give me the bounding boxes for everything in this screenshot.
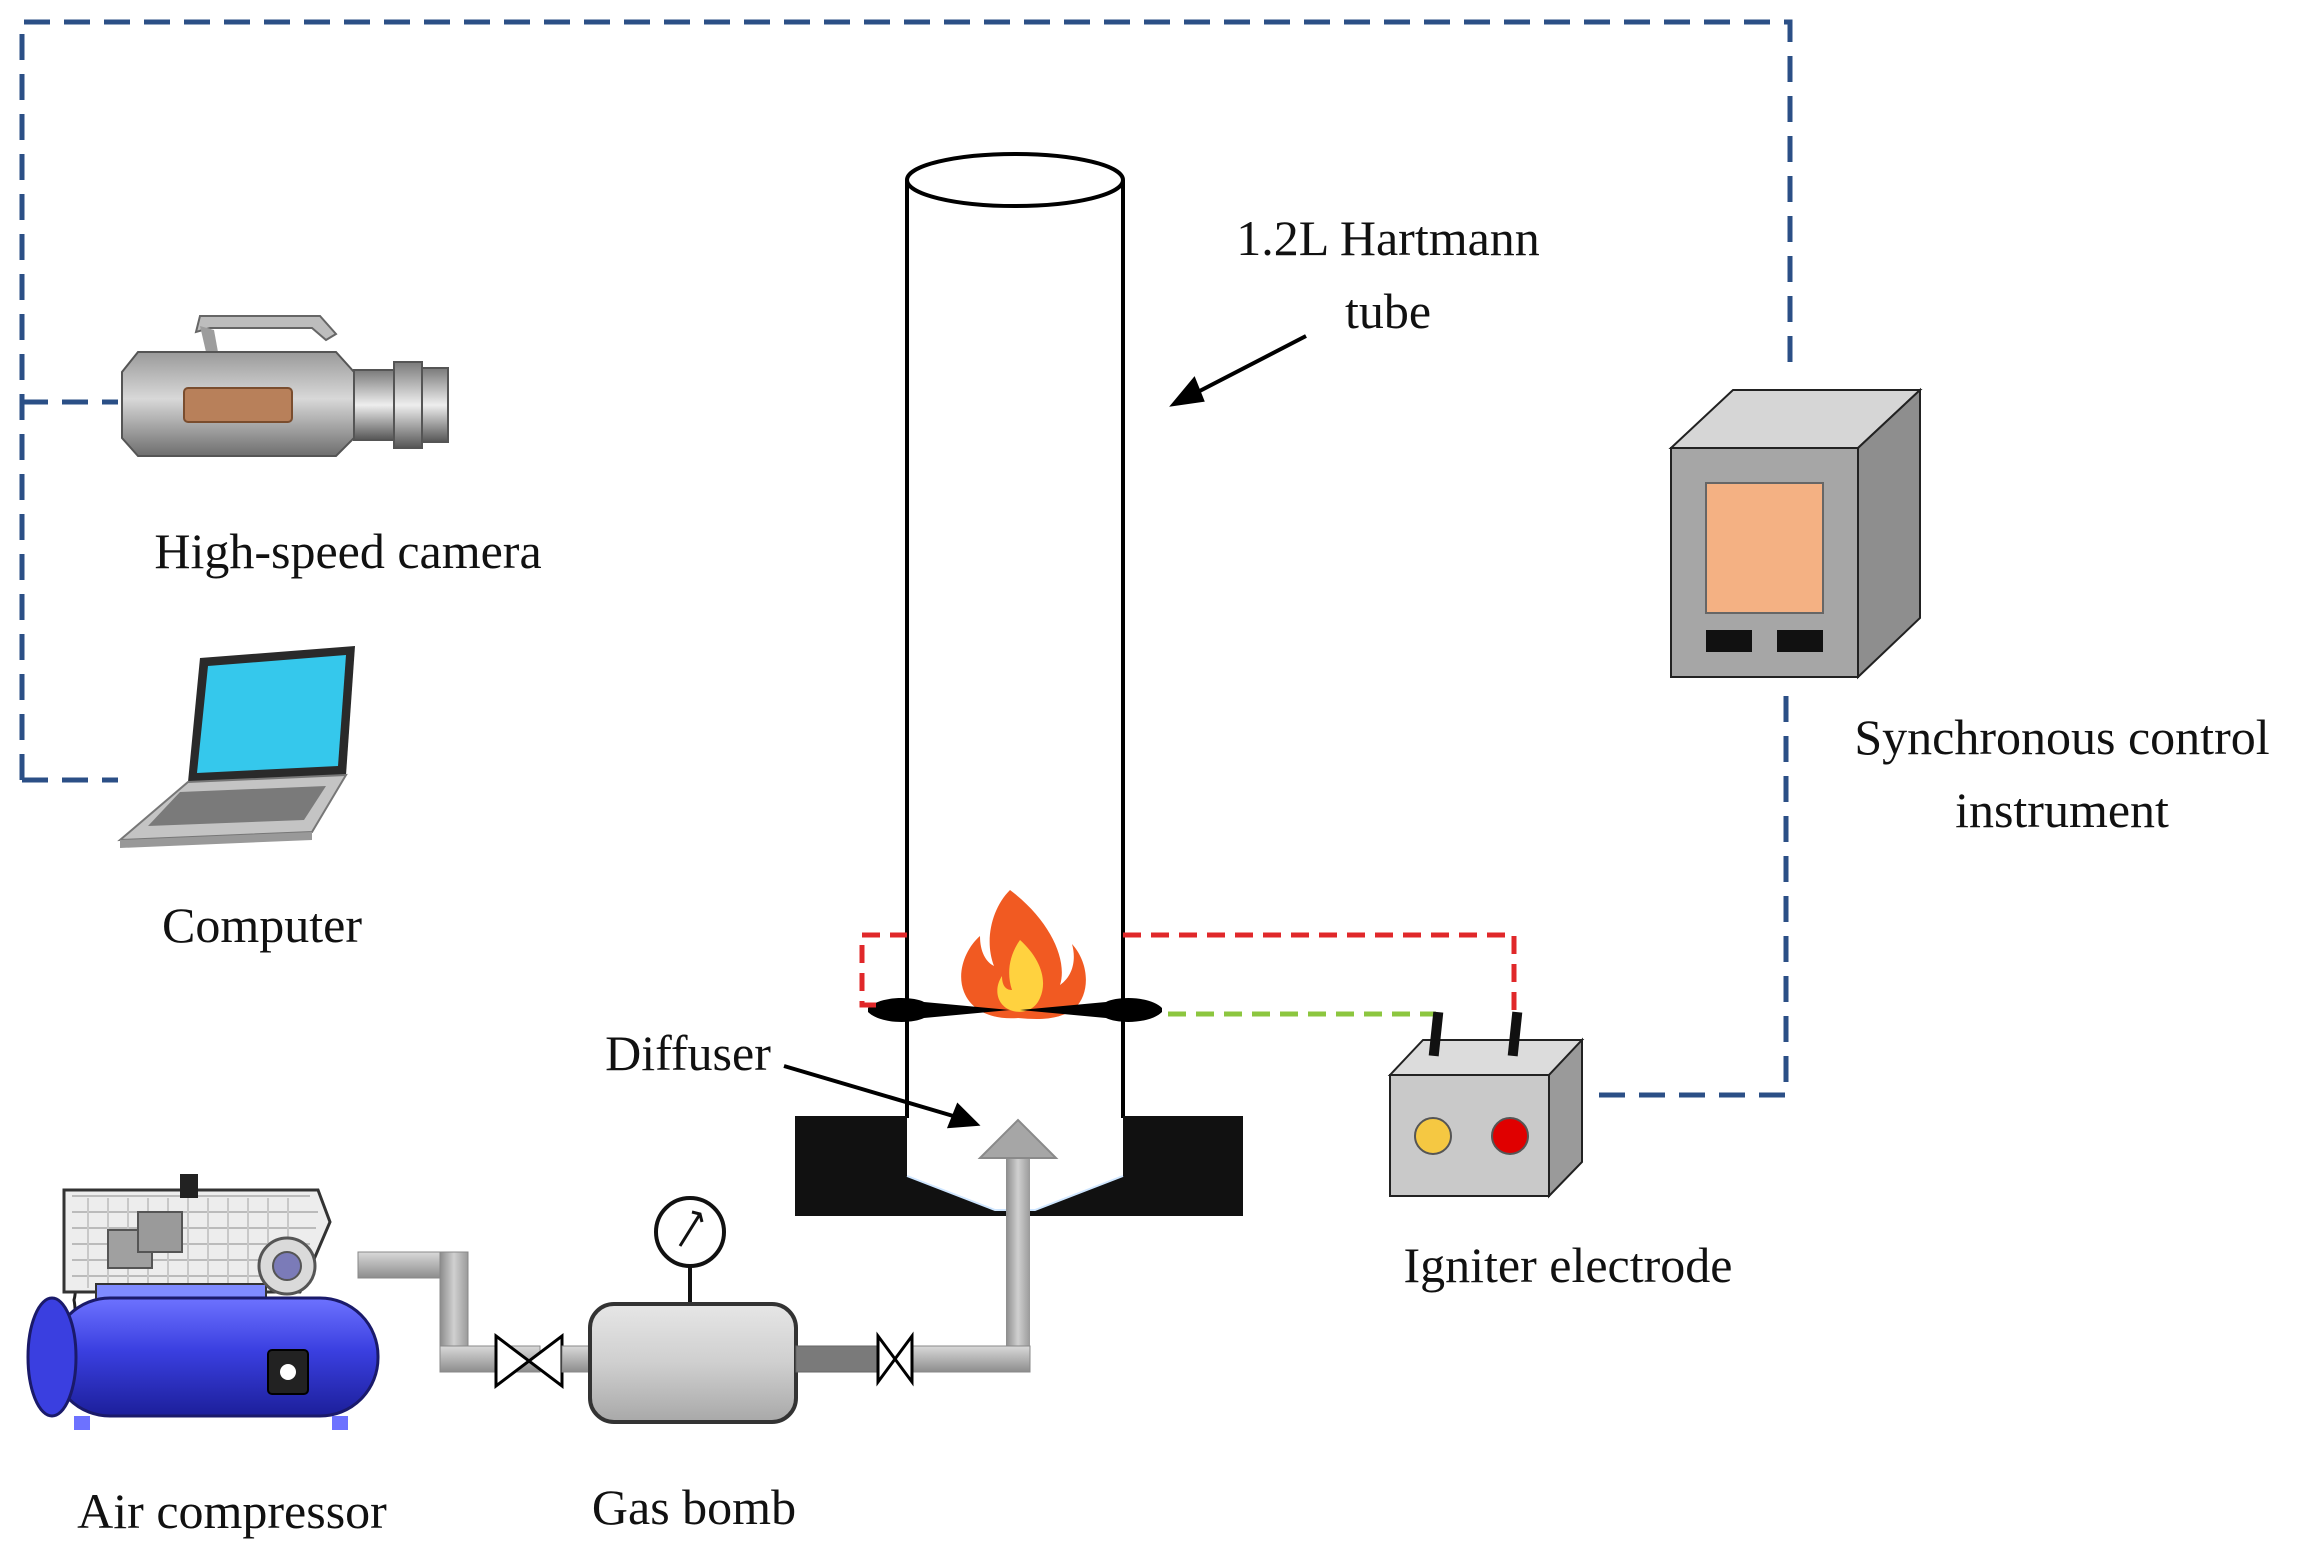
compressor-tank (50, 1296, 380, 1418)
label-synchronous-control-line2: instrument (1955, 782, 2169, 838)
label-diffuser: Diffuser (605, 1025, 771, 1081)
compressor-pipe (357, 1251, 541, 1373)
label-igniter-electrode: Igniter electrode (1404, 1237, 1733, 1293)
diffuser-arrow (783, 1064, 961, 1120)
igniter-terminal-right (1507, 1011, 1523, 1057)
tube-top-opening (905, 152, 1125, 208)
high-speed-camera-icon (121, 315, 449, 457)
igniter-terminal-left (1428, 1011, 1444, 1057)
hartmann-tube (905, 152, 1125, 1218)
red-wire (859, 932, 1517, 1018)
control-screen (1705, 482, 1824, 614)
flame-icon (961, 890, 1086, 1019)
label-air-compressor: Air compressor (77, 1483, 387, 1539)
control-button-left (1706, 630, 1752, 652)
gas-inlet-arrow (977, 1118, 1059, 1370)
label-hartmann-tube-line1: 1.2L Hartmann (1236, 210, 1540, 266)
signal-lines (19, 19, 1793, 1098)
gas-bomb-icon (588, 1196, 798, 1424)
labels: 1.2L Hartmann tube High-speed camera Com… (77, 210, 2269, 1539)
igniter-red-button (1491, 1117, 1529, 1155)
label-hartmann-tube-line2: tube (1345, 283, 1431, 339)
igniter-electrode-box (1387, 1011, 1585, 1199)
valve-1-icon (494, 1332, 564, 1390)
air-compressor-icon (26, 1174, 380, 1430)
label-high-speed-camera: High-speed camera (154, 523, 541, 579)
annotation-arrows (783, 334, 1307, 1129)
signal-line-control-to-igniter (1585, 696, 1789, 1098)
computer-icon (117, 646, 355, 848)
valve-2-icon (876, 1331, 914, 1387)
outlet-pipe (795, 1345, 1031, 1373)
igniter-electrodes (868, 998, 1162, 1022)
pipe-to-gas-bomb (561, 1345, 593, 1373)
igniter-yellow-button (1414, 1117, 1452, 1155)
label-computer: Computer (162, 897, 362, 953)
label-gas-bomb: Gas bomb (592, 1479, 796, 1535)
control-button-right (1777, 630, 1823, 652)
label-synchronous-control-line1: Synchronous control (1854, 709, 2269, 765)
synchronous-control-instrument (1668, 387, 1923, 680)
igniter-wires (859, 932, 1517, 1018)
hartmann-tube-arrow (1189, 334, 1307, 398)
